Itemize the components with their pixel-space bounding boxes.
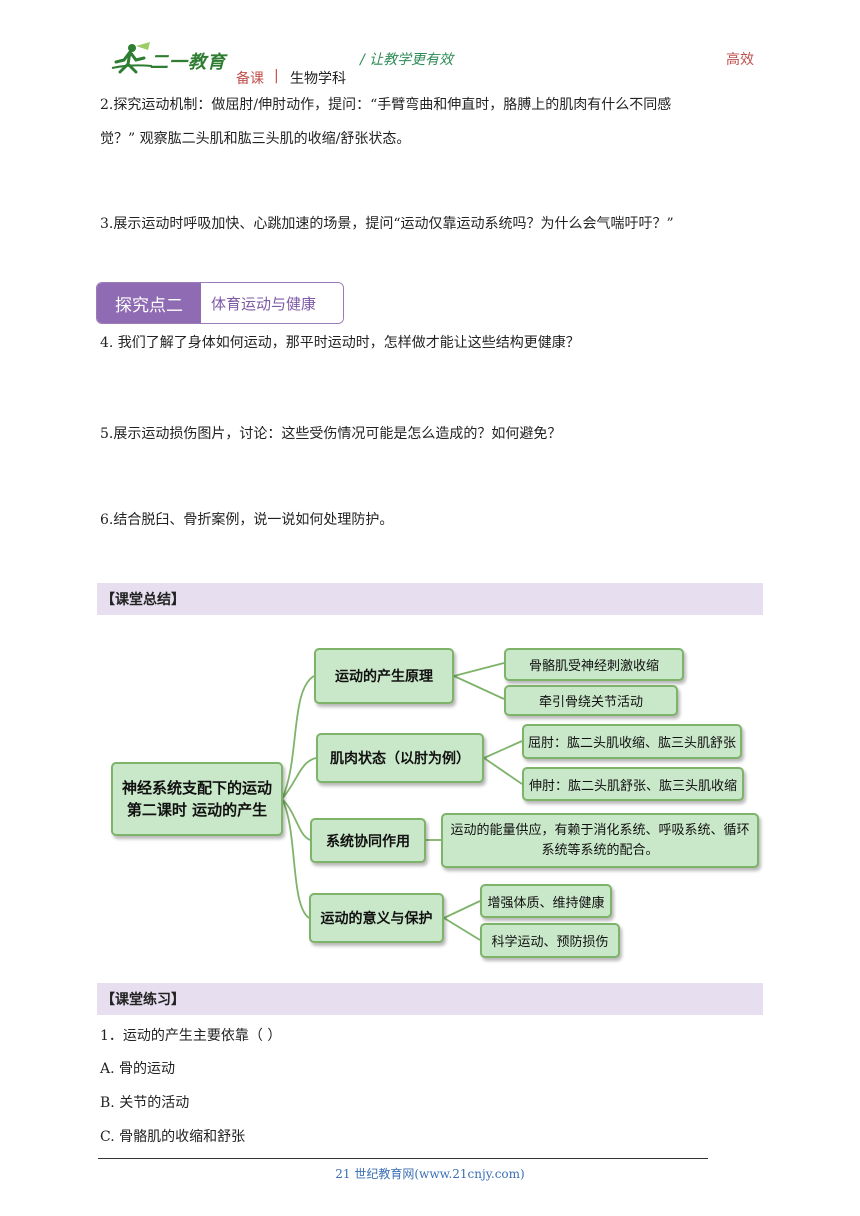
- mindmap-leaf-prevent-injury: 科学运动、预防损伤: [480, 923, 620, 958]
- mindmap-leaf-principle-2: 牵引骨绕关节活动: [504, 685, 678, 716]
- paragraph-6: 6.结合脱臼、骨折案例，说一说如何处理防护。: [100, 512, 394, 528]
- paragraph-4: 4. 我们了解了身体如何运动，那平时运动时，怎样做才能让这些结构更健康？: [100, 335, 580, 351]
- mindmap-root-line2: 第二课时 运动的产生: [126, 801, 268, 819]
- summary-heading: 【课堂总结】: [97, 583, 763, 615]
- mindmap-branch-muscle-state: 肌肉状态（以肘为例）: [316, 733, 484, 783]
- section-tag: 探究点二 体育运动与健康: [96, 282, 344, 324]
- mindmap-leaf-principle-1: 骨骼肌受神经刺激收缩: [504, 648, 684, 681]
- mindmap-root: 神经系统支配下的运动 第二课时 运动的产生: [111, 762, 283, 836]
- mindmap-root-line1: 神经系统支配下的运动: [121, 779, 272, 797]
- header-right-label: 高效: [726, 52, 754, 68]
- footer-text: 21 世纪教育网(www.21cnjy.com): [335, 1167, 525, 1181]
- mindmap-leaf-flex-elbow: 屈肘：肱二头肌收缩、肱三头肌舒张: [522, 724, 742, 759]
- question-option-a: A. 骨的运动: [100, 1061, 176, 1077]
- practice-heading: 【课堂练习】: [97, 983, 763, 1015]
- mindmap-branch-principle: 运动的产生原理: [314, 648, 454, 704]
- logo-text: 二一教育: [150, 52, 226, 73]
- header-slogan: / 让教学更有效: [360, 52, 454, 68]
- question-option-b: B. 关节的活动: [100, 1095, 190, 1111]
- mindmap-branch-significance: 运动的意义与保护: [309, 893, 444, 943]
- section-tag-number: 探究点二: [97, 283, 201, 323]
- mindmap-leaf-extend-elbow: 伸肘：肱二头肌舒张、肱三头肌收缩: [522, 767, 744, 801]
- header-subject: 生物学科: [290, 71, 346, 87]
- mindmap-branch-system-coordination: 系统协同作用: [310, 818, 426, 863]
- paragraph-3: 3.展示运动时呼吸加快、心跳加速的场景，提问“运动仅靠运动系统吗？为什么会气喘吁…: [100, 216, 674, 232]
- footer-divider: [98, 1158, 708, 1159]
- paragraph-5: 5.展示运动损伤图片，讨论：这些受伤情况可能是怎么造成的？如何避免？: [100, 426, 562, 442]
- mindmap-leaf-energy-supply: 运动的能量供应，有赖于消化系统、呼吸系统、循环系统等系统的配合。: [441, 813, 759, 868]
- mindmap-leaf-health: 增强体质、维持健康: [480, 884, 612, 918]
- logo-runner-icon: [111, 42, 153, 74]
- header-separator: |: [274, 68, 279, 84]
- paragraph-2-line1: 2.探究运动机制：做屈肘/伸肘动作，提问：“手臂弯曲和伸直时，胳膊上的肌肉有什么…: [100, 97, 672, 113]
- paragraph-2-line2: 觉？” 观察肱二头肌和肱三头肌的收缩/舒张状态。: [100, 131, 411, 147]
- question-stem: 1．运动的产生主要依靠（ ）: [100, 1028, 282, 1044]
- question-option-c: C. 骨骼肌的收缩和舒张: [100, 1129, 246, 1145]
- header-category: 备课: [236, 71, 264, 87]
- section-tag-title: 体育运动与健康: [201, 283, 343, 323]
